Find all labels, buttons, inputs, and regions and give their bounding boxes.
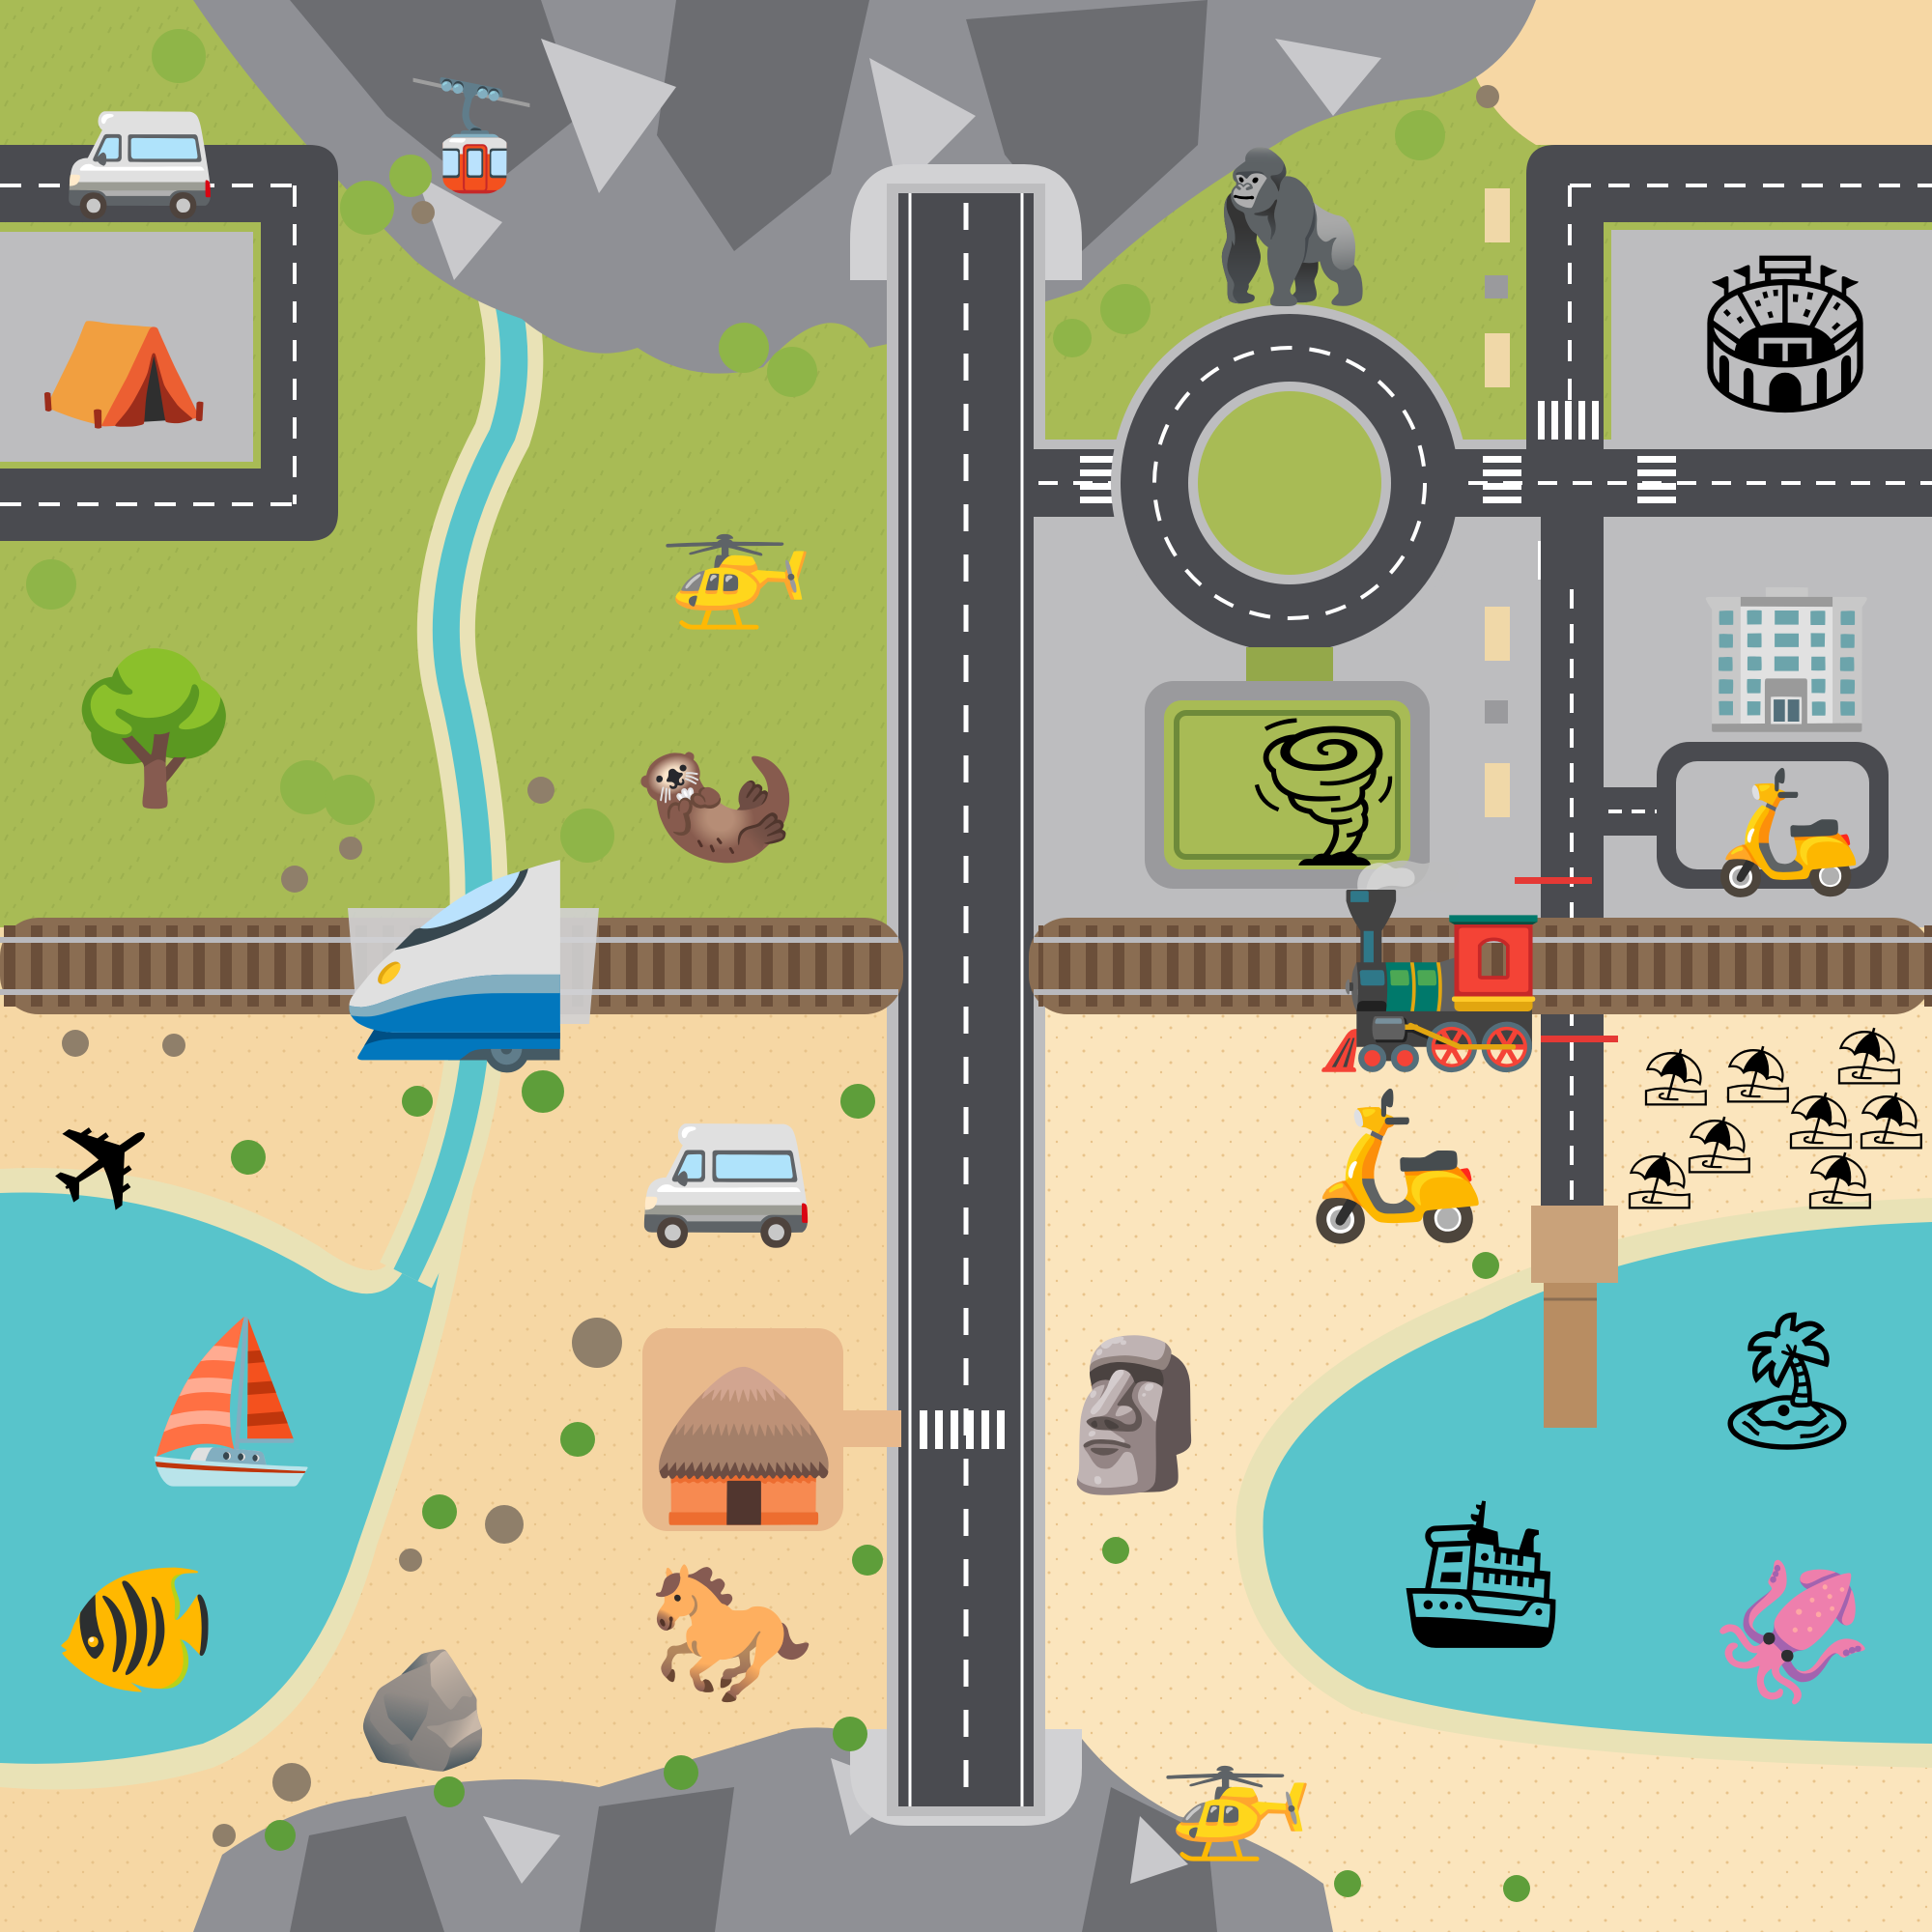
helicopter-icon[interactable]: 🚁 <box>1158 1719 1315 1865</box>
sand-corner-top-right <box>1468 0 1932 145</box>
level-crossing-barrier-top <box>1515 877 1592 884</box>
motor-scooter-icon[interactable]: 🛵 <box>1306 1080 1487 1250</box>
beach-umbrella-icon: ⛱ <box>1856 1088 1927 1153</box>
beach-umbrella-icon: ⛱ <box>1785 1088 1857 1153</box>
cable-car-icon[interactable]: 🚡 <box>406 73 538 197</box>
lagoon-left <box>0 1034 502 1790</box>
bay-right <box>1236 1198 1932 1768</box>
beach-umbrella-icon: ⛱ <box>1804 1148 1876 1213</box>
desert-island-icon: 🏝 <box>1701 1303 1873 1461</box>
pier-walkway[interactable] <box>1544 1283 1597 1428</box>
beach-umbrella-icon: ⛱ <box>1624 1148 1695 1213</box>
tent-icon[interactable]: ⛺ <box>34 264 214 432</box>
garden-hedge <box>1174 710 1401 860</box>
bushes <box>26 29 1445 863</box>
stadium-lot <box>1611 230 1932 444</box>
roundabout-line <box>1152 346 1427 620</box>
hut-icon[interactable]: 🛖 <box>647 1350 839 1530</box>
railway[interactable] <box>0 877 1932 1042</box>
office-building-icon[interactable]: 🏢 <box>1697 568 1878 736</box>
crosswalk-highway <box>920 1410 1005 1449</box>
beach-umbrella-icon: ⛱ <box>1684 1112 1755 1178</box>
crosswalk-roundabout-left <box>1080 456 1119 503</box>
beach-umbrella-icon: ⛱ <box>1640 1044 1712 1110</box>
moai-icon: 🗿 <box>1045 1331 1226 1499</box>
pebbles <box>62 85 1499 1847</box>
otter-icon[interactable]: 🦦 <box>631 719 799 876</box>
block-top-left[interactable] <box>0 145 338 541</box>
road-network[interactable] <box>0 145 1932 1816</box>
mountain-top-highlight <box>415 39 1381 280</box>
camper-van-icon[interactable]: 🚐 <box>62 76 218 223</box>
tornado-icon: 🌪 <box>1232 708 1415 876</box>
horse-icon[interactable]: 🐎 <box>647 1554 815 1712</box>
gorilla-icon[interactable]: 🦍 <box>1200 143 1380 311</box>
motor-scooter-icon[interactable]: 🛵 <box>1712 761 1862 903</box>
tree-icon: 🌳 <box>65 642 245 813</box>
helicopter-icon[interactable]: 🚁 <box>658 487 814 634</box>
river-water-bottom <box>393 1004 492 1282</box>
squid-icon[interactable]: 🦑 <box>1708 1554 1876 1712</box>
scooter-parking-pad <box>1676 761 1869 869</box>
bay-right-water <box>1263 1222 1932 1744</box>
camper-van-icon[interactable]: 🚐 <box>637 1085 817 1253</box>
mountain-top-shade <box>290 0 1208 251</box>
crosswalk-roundabout-right <box>1483 456 1521 503</box>
rock-icon: 🪨 <box>353 1643 497 1777</box>
level-crossing-barrier-bottom <box>1541 1036 1618 1042</box>
pier[interactable] <box>1531 1206 1618 1428</box>
pier-deck <box>1531 1206 1618 1283</box>
road-loop-top-left[interactable] <box>0 145 338 541</box>
tropical-fish-icon[interactable]: 🐠 <box>51 1549 219 1707</box>
rail-bridge <box>348 908 599 1024</box>
mountain-bottom-shade <box>290 1787 1217 1932</box>
steam-locomotive-icon[interactable]: 🚂 <box>1309 854 1549 1079</box>
benches <box>1485 188 1510 817</box>
beach-umbrella-icon: ⛱ <box>1833 1023 1905 1089</box>
roundabout-island-grass <box>1198 391 1381 575</box>
hut-lot <box>642 1328 843 1531</box>
bullet-train-icon[interactable]: 🚄 <box>333 854 574 1079</box>
map-sprites: 🚐🚡⛺🦍🏟🚁🌳🦦🏢🌪🛵🚄🚂✈🚐🛵⛵🛖🗿🏝🛳🐠🐎🦑🪨🚁⛱⛱⛱⛱⛱⛱⛱⛱ <box>14 73 1927 1865</box>
garden <box>1164 700 1410 869</box>
lagoon-left-water <box>0 1043 483 1764</box>
stadium-icon[interactable]: 🏟 <box>1687 243 1883 424</box>
road-loop-top-right[interactable] <box>1526 145 1932 449</box>
hut-path <box>843 1410 901 1447</box>
beach-shrubs <box>231 1070 1530 1902</box>
sailboat-icon[interactable]: ⛵ <box>133 1311 326 1492</box>
passenger-ship-icon[interactable]: 🛳 <box>1389 1491 1573 1659</box>
campsite-lot <box>0 232 253 462</box>
beach-umbrella-icon: ⛱ <box>1722 1041 1794 1107</box>
